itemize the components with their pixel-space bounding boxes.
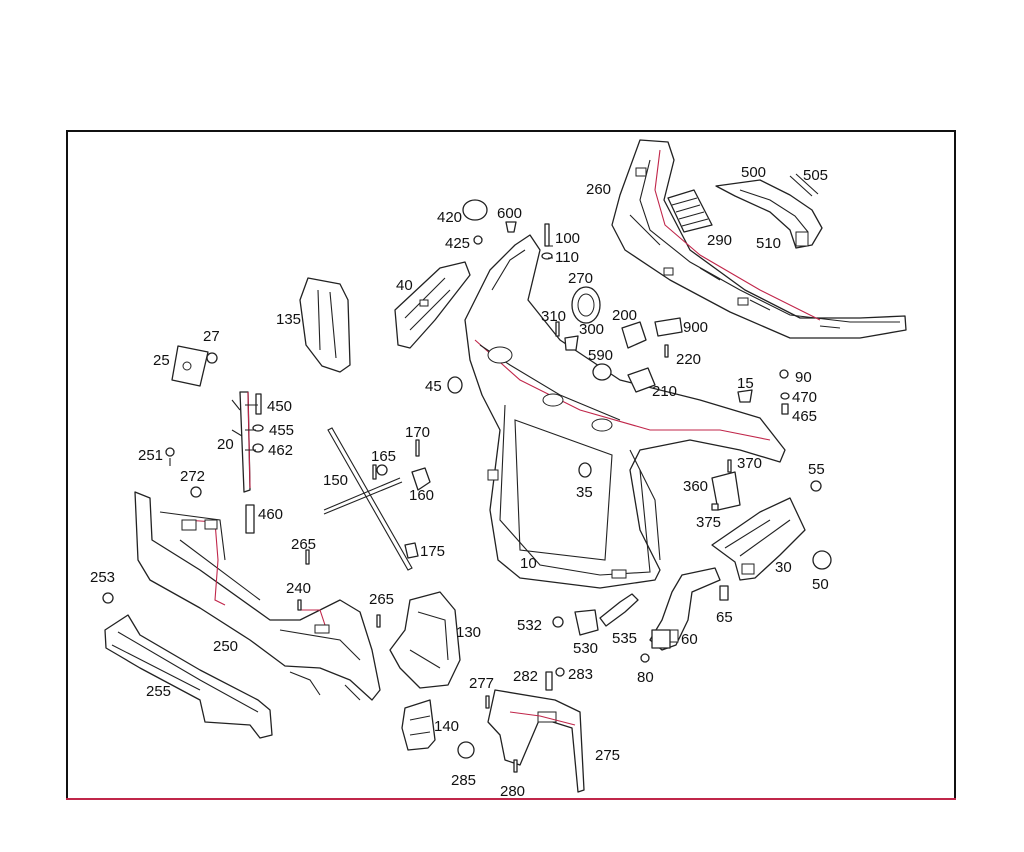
callout-labels: 10 15 20 25 27 30 35 40 45 50 55 60 65 8… (90, 164, 829, 800)
callout-30: 30 (775, 559, 792, 576)
callout-65: 65 (716, 609, 733, 626)
part-255-bumper-beam (102, 592, 273, 739)
callout-80: 80 (637, 669, 654, 686)
frame-bottom-accent (66, 798, 956, 800)
callout-15: 15 (737, 375, 754, 392)
part-500-air-duct (715, 173, 823, 249)
callout-135: 135 (276, 311, 301, 328)
callout-500: 500 (741, 164, 766, 181)
callout-535: 535 (612, 630, 637, 647)
callout-240: 240 (286, 580, 311, 597)
part-360-bracket (711, 471, 741, 511)
callout-532: 532 (517, 617, 542, 634)
callout-465: 465 (792, 408, 817, 425)
part-60-side-bracket (649, 567, 721, 651)
part-20-support-rod (231, 391, 264, 534)
part-260-upper-crossmember (611, 139, 907, 339)
callout-60: 60 (681, 631, 698, 648)
callout-300: 300 (579, 321, 604, 338)
part-25-clip-bracket (171, 345, 218, 387)
callout-200: 200 (612, 307, 637, 324)
callout-250: 250 (213, 638, 238, 655)
callout-375: 375 (696, 514, 721, 531)
callout-272: 272 (180, 468, 205, 485)
callout-470: 470 (792, 389, 817, 406)
callout-450: 450 (267, 398, 292, 415)
part-30-air-deflector (711, 497, 806, 581)
small-fasteners (165, 199, 832, 773)
callout-150: 150 (323, 472, 348, 489)
part-270-seal-ring (571, 286, 601, 324)
callout-270: 270 (568, 270, 593, 287)
callout-140: 140 (434, 718, 459, 735)
callout-251: 251 (138, 447, 163, 464)
callout-285: 285 (451, 772, 476, 789)
callout-310: 310 (541, 308, 566, 325)
leader-lines (169, 245, 553, 466)
part-130-bracket (389, 591, 461, 689)
callout-253: 253 (90, 569, 115, 586)
callout-50: 50 (812, 576, 829, 593)
callout-280: 280 (500, 783, 525, 800)
part-200-holder (621, 317, 683, 349)
part-140-mount (401, 699, 436, 751)
callout-45: 45 (425, 378, 442, 395)
callout-360: 360 (683, 478, 708, 495)
callout-10: 10 (520, 555, 537, 572)
callout-370: 370 (737, 455, 762, 472)
callout-255: 255 (146, 683, 171, 700)
callout-165: 165 (371, 448, 396, 465)
part-135-air-guide (299, 277, 351, 373)
callout-160: 160 (409, 487, 434, 504)
callout-590: 590 (588, 347, 613, 364)
callout-420: 420 (437, 209, 462, 226)
callout-220: 220 (676, 351, 701, 368)
callout-35: 35 (576, 484, 593, 501)
callout-265b: 265 (369, 591, 394, 608)
part-275-lock-carrier (457, 689, 585, 793)
callout-275: 275 (595, 747, 620, 764)
callout-510: 510 (756, 235, 781, 252)
callout-282: 282 (513, 668, 538, 685)
part-210-sensor (592, 363, 656, 393)
part-250-lower-crossmember (134, 491, 381, 701)
callout-265a: 265 (291, 536, 316, 553)
callout-460: 460 (258, 506, 283, 523)
callout-25: 25 (153, 352, 170, 369)
part-290-vent-grille (667, 189, 713, 233)
part-150-stay-rod (323, 427, 431, 571)
callout-100: 100 (555, 230, 580, 247)
callout-175: 175 (420, 543, 445, 560)
callout-455: 455 (269, 422, 294, 439)
callout-90: 90 (795, 369, 812, 386)
callout-462: 462 (268, 442, 293, 459)
callout-900: 900 (683, 319, 708, 336)
callout-505: 505 (803, 167, 828, 184)
callout-277: 277 (469, 675, 494, 692)
callout-27: 27 (203, 328, 220, 345)
callout-170: 170 (405, 424, 430, 441)
callout-130: 130 (456, 624, 481, 641)
callout-283: 283 (568, 666, 593, 683)
callout-600: 600 (497, 205, 522, 222)
part-10-front-module-carrier (464, 234, 786, 589)
callout-425: 425 (445, 235, 470, 252)
callout-55: 55 (808, 461, 825, 478)
callout-260: 260 (586, 181, 611, 198)
callout-530: 530 (573, 640, 598, 657)
part-40-bracket (394, 261, 471, 349)
callout-110: 110 (555, 249, 579, 266)
callout-40: 40 (396, 277, 413, 294)
part-530-hose (552, 593, 639, 636)
callout-20: 20 (217, 436, 234, 453)
callout-210: 210 (652, 383, 677, 400)
callout-290: 290 (707, 232, 732, 249)
